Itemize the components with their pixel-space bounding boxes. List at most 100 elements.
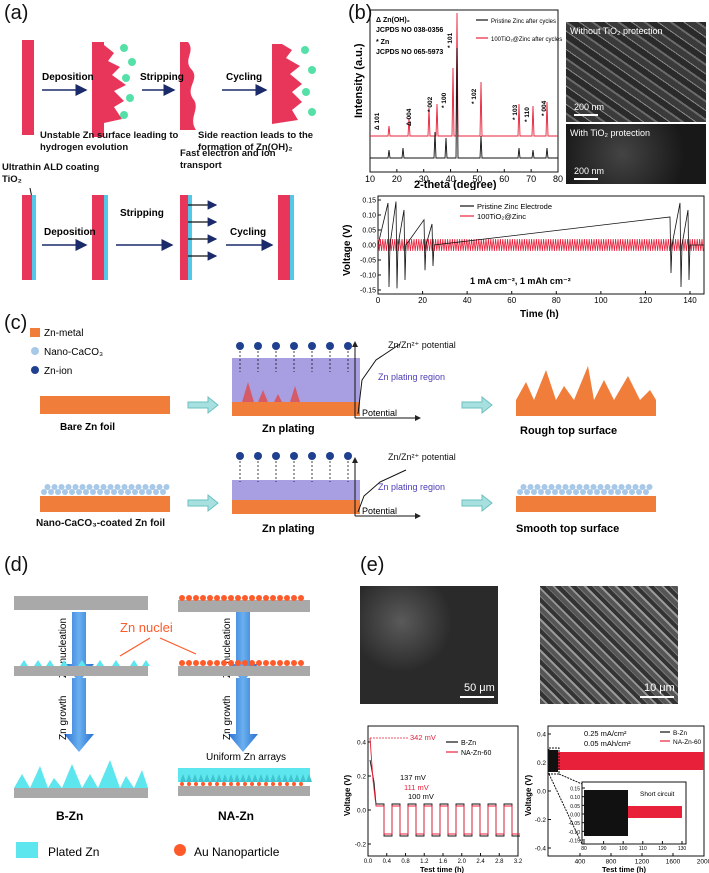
x-tick-label: 120 (658, 846, 667, 852)
au-nanoparticle (256, 660, 262, 666)
y-tick-label: 0.10 (570, 795, 580, 801)
test-condition: 1 mA cm⁻², 1 mAh cm⁻² (470, 276, 571, 286)
caco3-particle (104, 489, 110, 495)
caco3-particle (625, 484, 632, 490)
zn-nucleus (142, 660, 150, 666)
y-tick-label: 0.4 (357, 740, 366, 747)
zn-ion (290, 342, 298, 350)
au-nanoparticle (180, 782, 184, 786)
y-tick-label: 0.15 (362, 198, 376, 205)
legend-bzn: B-Zn (461, 740, 476, 747)
zn-array-element (282, 774, 288, 782)
caco3-particle (48, 489, 54, 495)
zn-array-element (306, 774, 312, 782)
zn-array-element (192, 774, 198, 782)
caco3-particle (576, 484, 583, 490)
plating-label-bottom: Zn plating (262, 523, 315, 535)
au-nanoparticle (215, 782, 219, 786)
au-nanoparticle (285, 782, 289, 786)
au-nanoparticle (284, 660, 290, 666)
au-nanoparticle (179, 660, 185, 666)
voltage-band-bzn (548, 750, 558, 772)
zn-nucleus (20, 660, 28, 666)
caco3-particle (55, 489, 61, 495)
x-tick-label: 40 (463, 296, 472, 305)
caco3-particle (555, 484, 562, 490)
x-tick-label: 70 (526, 174, 536, 184)
growth-arrow (228, 678, 258, 752)
caco3-particle (163, 484, 170, 490)
annotation-111: 111 mV (404, 783, 429, 792)
zn-array-element (270, 774, 276, 782)
au-nanoparticle (186, 595, 192, 601)
caco3-particle (615, 489, 621, 495)
potential-curve (357, 469, 407, 513)
caco3-particle (97, 489, 103, 495)
flow-arrow (461, 493, 493, 513)
scale-bar-label: 200 nm (574, 102, 605, 112)
x-axis-label: 2-theta (degree) (414, 179, 497, 190)
au-nanoparticle (236, 782, 240, 786)
x-axis-label: Time (h) (520, 309, 559, 320)
caco3-particle (566, 489, 572, 495)
sem-caption: With TiO₂ protection (570, 128, 651, 138)
peak-label: * 103 (512, 104, 519, 120)
zn-electrode (22, 195, 32, 280)
scale-bar-label: 10 μm (644, 682, 675, 694)
au-nanoparticle (242, 595, 248, 601)
step-label: Deposition (44, 227, 96, 238)
y-axis-label: Voltage (V) (342, 225, 353, 276)
au-nanoparticle (270, 660, 276, 666)
x-tick-label: 20 (418, 296, 427, 305)
panel-label-a: (a) (4, 2, 29, 24)
plating-label-top: Zn plating (262, 423, 315, 435)
caco3-particle (608, 489, 614, 495)
x-tick-label: 20 (392, 174, 402, 184)
tio2-coating (32, 195, 36, 280)
au-nanoparticle (228, 660, 234, 666)
zn-electrode (92, 195, 104, 280)
caco3-particle (632, 484, 639, 490)
au-nanoparticle (186, 660, 192, 666)
au-nanoparticle (228, 595, 234, 601)
au-nanoparticle (235, 660, 241, 666)
inset-label: Short circuit (640, 791, 675, 798)
caco3-particle (153, 489, 159, 495)
zn-array-element (300, 774, 306, 782)
x-tick-label: 0.8 (401, 859, 410, 865)
legend-tio2: 100TiO₂@Zinc (477, 212, 526, 221)
sample-label-bzn: B-Zn (56, 809, 83, 823)
caco3-particle (51, 484, 58, 490)
caco3-particle (160, 489, 166, 495)
caco3-particle (44, 484, 51, 490)
au-nanoparticle (257, 782, 261, 786)
coated-zn-foil (40, 496, 170, 512)
zn-array-element (204, 774, 210, 782)
au-nanoparticle (207, 595, 213, 601)
legend-pristine: Pristine Zinc after cycles (491, 19, 556, 25)
caption-unstable: Unstable Zn surface leading to hydrogen … (40, 130, 179, 153)
zn-array-element (228, 774, 234, 782)
au-nanoparticle (250, 782, 254, 786)
x-tick-label: 800 (606, 859, 617, 866)
scale-bar-label: 200 nm (574, 166, 605, 176)
region-label: Zn plating region (378, 372, 446, 382)
legend-nazn: NA-Zn-60 (673, 739, 702, 746)
zn-array-element (276, 774, 282, 782)
au-nanoparticle (243, 782, 247, 786)
growth-label: Zn growth (58, 696, 69, 740)
zn-ion (326, 452, 334, 460)
zn-nucleus (112, 660, 120, 666)
zn-array-element (264, 774, 270, 782)
voltage-band-nazn (556, 752, 704, 770)
y-tick-label: 0.0 (357, 808, 366, 815)
zn-ion (344, 342, 352, 350)
au-nanoparticle (271, 782, 275, 786)
hydrogen-bubble (120, 44, 128, 52)
electrolyte-region (232, 480, 360, 500)
potential-label: Zn/Zn²⁺ potential (388, 452, 456, 462)
nuclei-pointer (159, 637, 197, 655)
au-nanoparticle (193, 595, 199, 601)
uniform-zn-layer (178, 768, 310, 782)
x-tick-label: 400 (575, 859, 586, 866)
